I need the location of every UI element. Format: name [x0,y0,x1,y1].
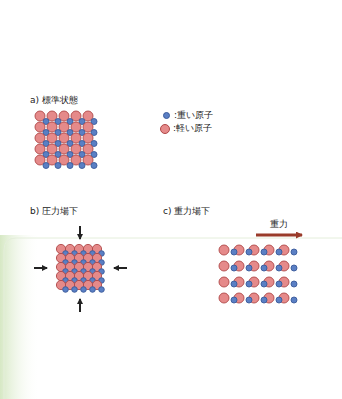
legend-text: :重い原子 [174,111,213,121]
atom [43,163,49,169]
gravity-arrow [256,234,302,237]
atom [261,249,267,255]
atom [291,297,297,303]
atom [231,249,237,255]
atom [291,265,297,271]
atom [219,245,229,255]
atom [219,277,229,287]
atom [276,265,282,271]
panel-label: b) 圧力場下 [30,207,78,217]
pressure-arrow [114,267,127,269]
atom [276,281,282,287]
atom [91,163,97,169]
atom [246,281,252,287]
atom [246,249,252,255]
panel-label: c) 重力場下 [163,207,210,217]
atom [81,287,87,293]
atom [246,297,252,303]
decor-band [0,235,40,399]
legend-row: :軽い原子 [160,124,212,134]
atom [219,261,229,271]
legend-text: :軽い原子 [173,124,212,134]
atom [291,281,297,287]
force-label: 重力 [270,220,288,230]
legend-swatch [160,124,170,134]
atom [276,249,282,255]
pressure-arrow [34,267,47,269]
atom [99,287,105,293]
atom [79,163,85,169]
atom [63,287,69,293]
atom [291,249,297,255]
legend-swatch [163,112,170,119]
atom [55,163,61,169]
atom [261,297,267,303]
atom [67,163,73,169]
pressure-arrow [79,226,81,239]
atom [90,287,96,293]
atom [246,265,252,271]
decor-line [4,238,342,399]
atom [219,293,229,303]
panel-label: a) 標準状態 [30,96,78,106]
pressure-arrow [79,299,81,312]
legend-row: :重い原子 [162,111,213,121]
atom [231,281,237,287]
atom [261,281,267,287]
atom [72,287,78,293]
atom [231,297,237,303]
atom [231,265,237,271]
atom [261,265,267,271]
atom [276,297,282,303]
